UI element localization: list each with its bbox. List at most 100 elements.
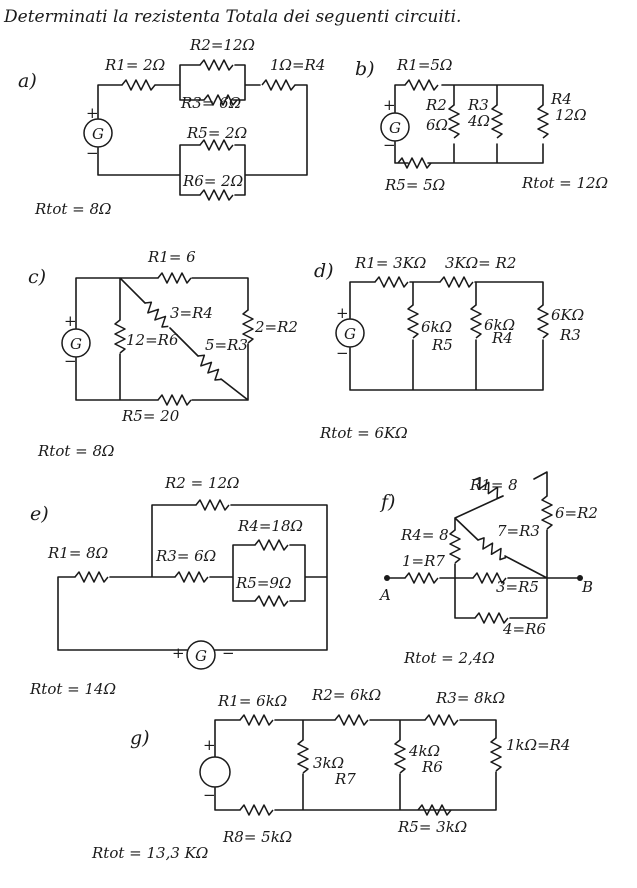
- total-a: Rtot = 8Ω: [34, 200, 111, 218]
- generator-d-label: G: [344, 325, 356, 343]
- plus-sign-b: +: [383, 96, 396, 114]
- resistor-a-r2: [199, 59, 234, 71]
- generator-c-label: G: [70, 335, 82, 353]
- label-g-r8: R8= 5kΩ: [222, 828, 292, 846]
- circuit-f-label: f): [379, 491, 395, 513]
- generator-e: [186, 640, 216, 670]
- resistor-e-r2: [195, 499, 230, 511]
- label-d-r3-value: 6KΩ: [551, 306, 584, 324]
- resistor-d-r5: [407, 304, 419, 339]
- resistor-c-r1: [157, 272, 192, 284]
- resistor-a-r1: [121, 79, 156, 91]
- label-e-r2: R2 = 12Ω: [164, 474, 239, 492]
- resistor-f-r7: [404, 572, 439, 584]
- label-a-r4: 1Ω=R4: [270, 56, 325, 74]
- resistor-a-r6: [199, 189, 234, 201]
- total-g: Rtot = 13,3 KΩ: [91, 844, 208, 862]
- label-b-r3-value: 4Ω: [467, 112, 490, 130]
- resistor-g-r8: [239, 804, 274, 816]
- generator-a: [83, 118, 113, 148]
- circuit-c-label: c): [28, 266, 46, 288]
- plus-sign-g: +: [203, 736, 216, 754]
- node-b-dot: [577, 575, 583, 581]
- resistor-a-r4: [261, 79, 296, 91]
- label-a-r1: R1= 2Ω: [104, 56, 165, 74]
- resistor-g-r6: [394, 739, 406, 774]
- circuit-a: a) G + − R1= 2Ω R2=12Ω R3= 6Ω 1Ω=R4 R5= …: [18, 36, 325, 218]
- resistor-d-r2: [439, 276, 474, 288]
- label-g-r6-value: 4kΩ: [408, 742, 440, 760]
- label-e-r4: R4=18Ω: [237, 517, 303, 535]
- label-a-r3: R3= 6Ω: [180, 94, 241, 112]
- label-g-r5: R5= 3kΩ: [397, 818, 467, 836]
- label-d-r4-value: 6kΩ: [484, 316, 515, 334]
- node-b-label: B: [581, 578, 593, 596]
- label-f-r5: 3=R5: [496, 578, 539, 596]
- label-d-r4-name: R4: [491, 329, 513, 347]
- resistor-c-r5: [157, 394, 192, 406]
- label-g-r4: 1kΩ=R4: [506, 736, 570, 754]
- circuit-d-label: d): [314, 260, 334, 282]
- resistor-d-r1: [374, 276, 409, 288]
- label-f-r7: 1=R7: [402, 552, 445, 570]
- generator-b-label: G: [389, 119, 401, 137]
- plus-sign-a: +: [86, 104, 99, 122]
- resistor-f-r2: [541, 495, 553, 530]
- circuit-b-label: b): [355, 58, 375, 80]
- resistor-b-r2: [448, 104, 460, 139]
- minus-sign-c: −: [64, 352, 77, 370]
- total-e: Rtot = 14Ω: [29, 680, 116, 698]
- label-d-r1: R1= 3KΩ: [354, 254, 426, 272]
- resistor-e-r3: [174, 571, 209, 583]
- circuit-d: d) G + − R1= 3KΩ 3KΩ= R2 6kΩ R5 6kΩ R4 6…: [314, 254, 584, 442]
- plus-sign-e: +: [172, 644, 185, 662]
- label-c-r4: 3=R4: [170, 304, 213, 322]
- node-a-label: A: [378, 586, 391, 604]
- label-b-r4-value: 12Ω: [555, 106, 587, 124]
- plus-sign-d: +: [336, 304, 349, 322]
- label-c-r1: R1= 6: [147, 248, 196, 266]
- resistor-g-r1: [239, 714, 274, 726]
- minus-sign-d: −: [336, 344, 349, 362]
- resistor-g-r3: [424, 714, 459, 726]
- minus-sign-g: −: [203, 786, 216, 804]
- node-a-dot: [384, 575, 390, 581]
- resistor-g-r2: [334, 714, 369, 726]
- label-b-r1: R1=5Ω: [396, 56, 452, 74]
- label-f-r4: R4= 8: [400, 526, 449, 544]
- total-d: Rtot = 6KΩ: [319, 424, 408, 442]
- circuit-c: c) G + − R1= 6 3=R4 12=R6 5=R3 2=R2 R5= …: [28, 248, 298, 460]
- resistor-c-r3: [193, 351, 226, 384]
- minus-sign-b: −: [383, 136, 396, 154]
- resistor-b-r1: [404, 79, 439, 91]
- label-f-r2: 6=R2: [555, 504, 598, 522]
- generator-b: [380, 112, 410, 142]
- label-c-r5: R5= 20: [121, 407, 180, 425]
- resistor-b-r4: [537, 104, 549, 139]
- label-b-r2-name: R2: [425, 96, 447, 114]
- circuit-g-label: g): [130, 727, 150, 749]
- label-d-r5-name: R5: [431, 336, 453, 354]
- label-e-r3: R3= 6Ω: [155, 547, 216, 565]
- label-g-r3: R3= 8kΩ: [435, 689, 505, 707]
- generator-d: [335, 318, 365, 348]
- label-c-r2: 2=R2: [254, 318, 298, 336]
- resistor-c-r6: [114, 319, 126, 354]
- total-b: Rtot = 12Ω: [521, 174, 608, 192]
- resistor-d-r3: [537, 304, 549, 339]
- minus-sign-a: −: [86, 144, 99, 162]
- circuit-e: e) G + − R1= 8Ω R2 = 12Ω R3= 6Ω R4=18Ω R…: [29, 474, 328, 698]
- label-f-r1: R1= 8: [469, 476, 518, 494]
- label-c-r3: 5=R3: [205, 336, 248, 354]
- resistor-g-r7: [297, 739, 309, 774]
- label-g-r7-value: 3kΩ: [313, 754, 344, 772]
- resistor-e-r4: [254, 539, 289, 551]
- page-heading: Determinati la rezistenta Totala dei seg…: [3, 7, 461, 27]
- resistor-e-r1: [74, 571, 109, 583]
- plus-sign-c: +: [64, 312, 77, 330]
- minus-sign-e: −: [222, 644, 235, 662]
- label-a-r5: R5= 2Ω: [186, 124, 247, 142]
- label-d-r5-value: 6kΩ: [421, 318, 452, 336]
- label-a-r6: R6= 2Ω: [182, 172, 243, 190]
- label-b-r2-value: 6Ω: [426, 116, 448, 134]
